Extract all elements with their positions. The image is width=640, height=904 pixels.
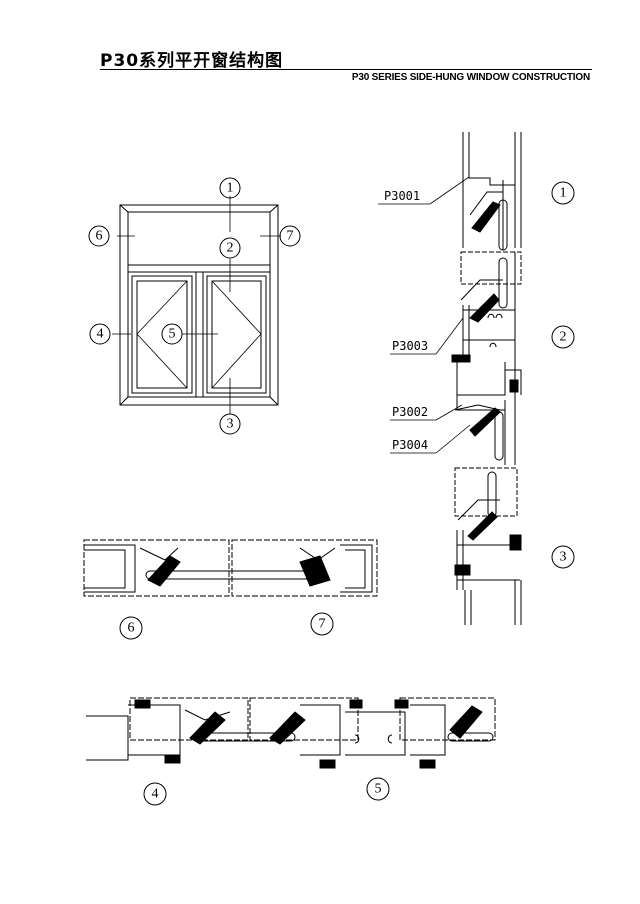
callout-section-6: 6 bbox=[128, 621, 135, 636]
label-p3003: P3003 bbox=[392, 339, 428, 353]
vertical-section bbox=[451, 132, 522, 625]
title-english: P30 SERIES SIDE-HUNG WINDOW CONSTRUCTION bbox=[351, 72, 590, 83]
callout-section-7: 7 bbox=[319, 617, 326, 632]
callout-elevation-4: 4 bbox=[97, 327, 104, 342]
title-rule bbox=[100, 69, 592, 70]
callout-section-4: 4 bbox=[152, 787, 159, 802]
label-p3001: P3001 bbox=[384, 189, 420, 203]
horizontal-section-bottom bbox=[86, 697, 496, 769]
callout-elevation-5: 5 bbox=[169, 327, 176, 342]
horizontal-section-top bbox=[83, 539, 378, 597]
window-elevation bbox=[112, 196, 281, 414]
callout-section-1: 1 bbox=[560, 186, 567, 201]
callout-section-2: 2 bbox=[560, 330, 567, 345]
callout-section-5: 5 bbox=[375, 782, 382, 797]
callout-elevation-7: 7 bbox=[287, 229, 294, 244]
callout-elevation-2: 2 bbox=[227, 241, 234, 256]
profile-leaders bbox=[378, 176, 471, 454]
callout-elevation-3: 3 bbox=[227, 417, 234, 432]
callout-elevation-6: 6 bbox=[96, 229, 103, 244]
callout-circles bbox=[88, 177, 575, 806]
callout-section-3: 3 bbox=[560, 550, 567, 565]
label-p3002: P3002 bbox=[392, 405, 428, 419]
title-chinese: P30系列平开窗结构图 bbox=[100, 51, 284, 71]
callout-elevation-1: 1 bbox=[227, 181, 234, 196]
label-p3004: P3004 bbox=[392, 438, 428, 452]
